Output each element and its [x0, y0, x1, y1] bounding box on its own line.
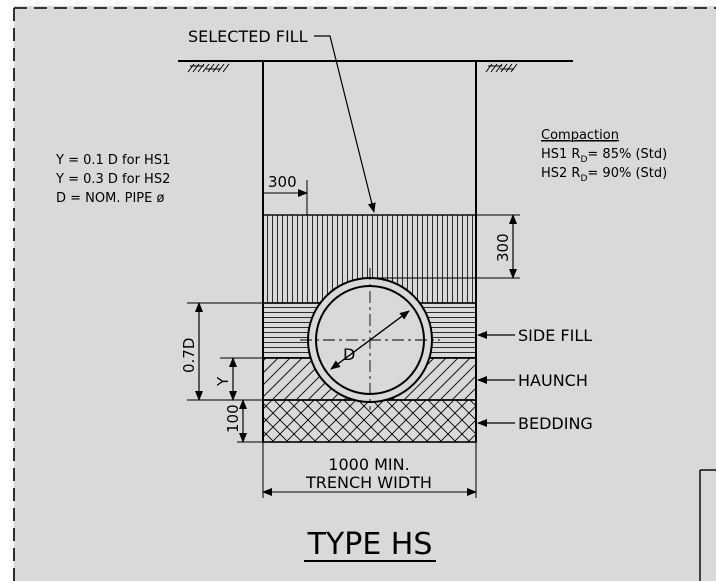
- compaction-hs1: HS1 RD= 85% (Std): [541, 147, 667, 165]
- side-fill-label: SIDE FILL: [518, 326, 592, 345]
- bedding-zone: [262, 399, 477, 443]
- compaction-heading: Compaction: [541, 128, 619, 143]
- trench-width-line2: TRENCH WIDTH: [305, 473, 432, 492]
- earth-symbol-right: [485, 63, 518, 73]
- earth-symbol-left: [187, 63, 230, 73]
- pipe: [300, 268, 440, 410]
- dim-y-text: Y: [214, 376, 232, 387]
- selected-fill-leader: [314, 35, 376, 213]
- selected-fill-label: SELECTED FILL: [188, 27, 308, 46]
- trench-width-line1: 1000 MIN.: [328, 455, 409, 474]
- bedding-label: BEDDING: [518, 414, 593, 433]
- note-line-3: D = NOM. PIPE ø: [56, 191, 164, 206]
- dim-bedding-height-text: 100: [224, 404, 242, 433]
- dim-top-width-text: 300: [268, 173, 297, 191]
- pipe-diameter-label: D: [343, 345, 355, 364]
- dim-haunch-height-text: 0.7D: [180, 338, 198, 373]
- dim-fill-height-text: 300: [494, 233, 512, 262]
- note-line-1: Y = 0.1 D for HS1: [55, 153, 170, 168]
- drawing-title: TYPE HS: [307, 527, 433, 562]
- haunch-label: HAUNCH: [518, 371, 588, 390]
- note-line-2: Y = 0.3 D for HS2: [55, 172, 170, 187]
- compaction-hs2: HS2 RD= 90% (Std): [541, 166, 667, 184]
